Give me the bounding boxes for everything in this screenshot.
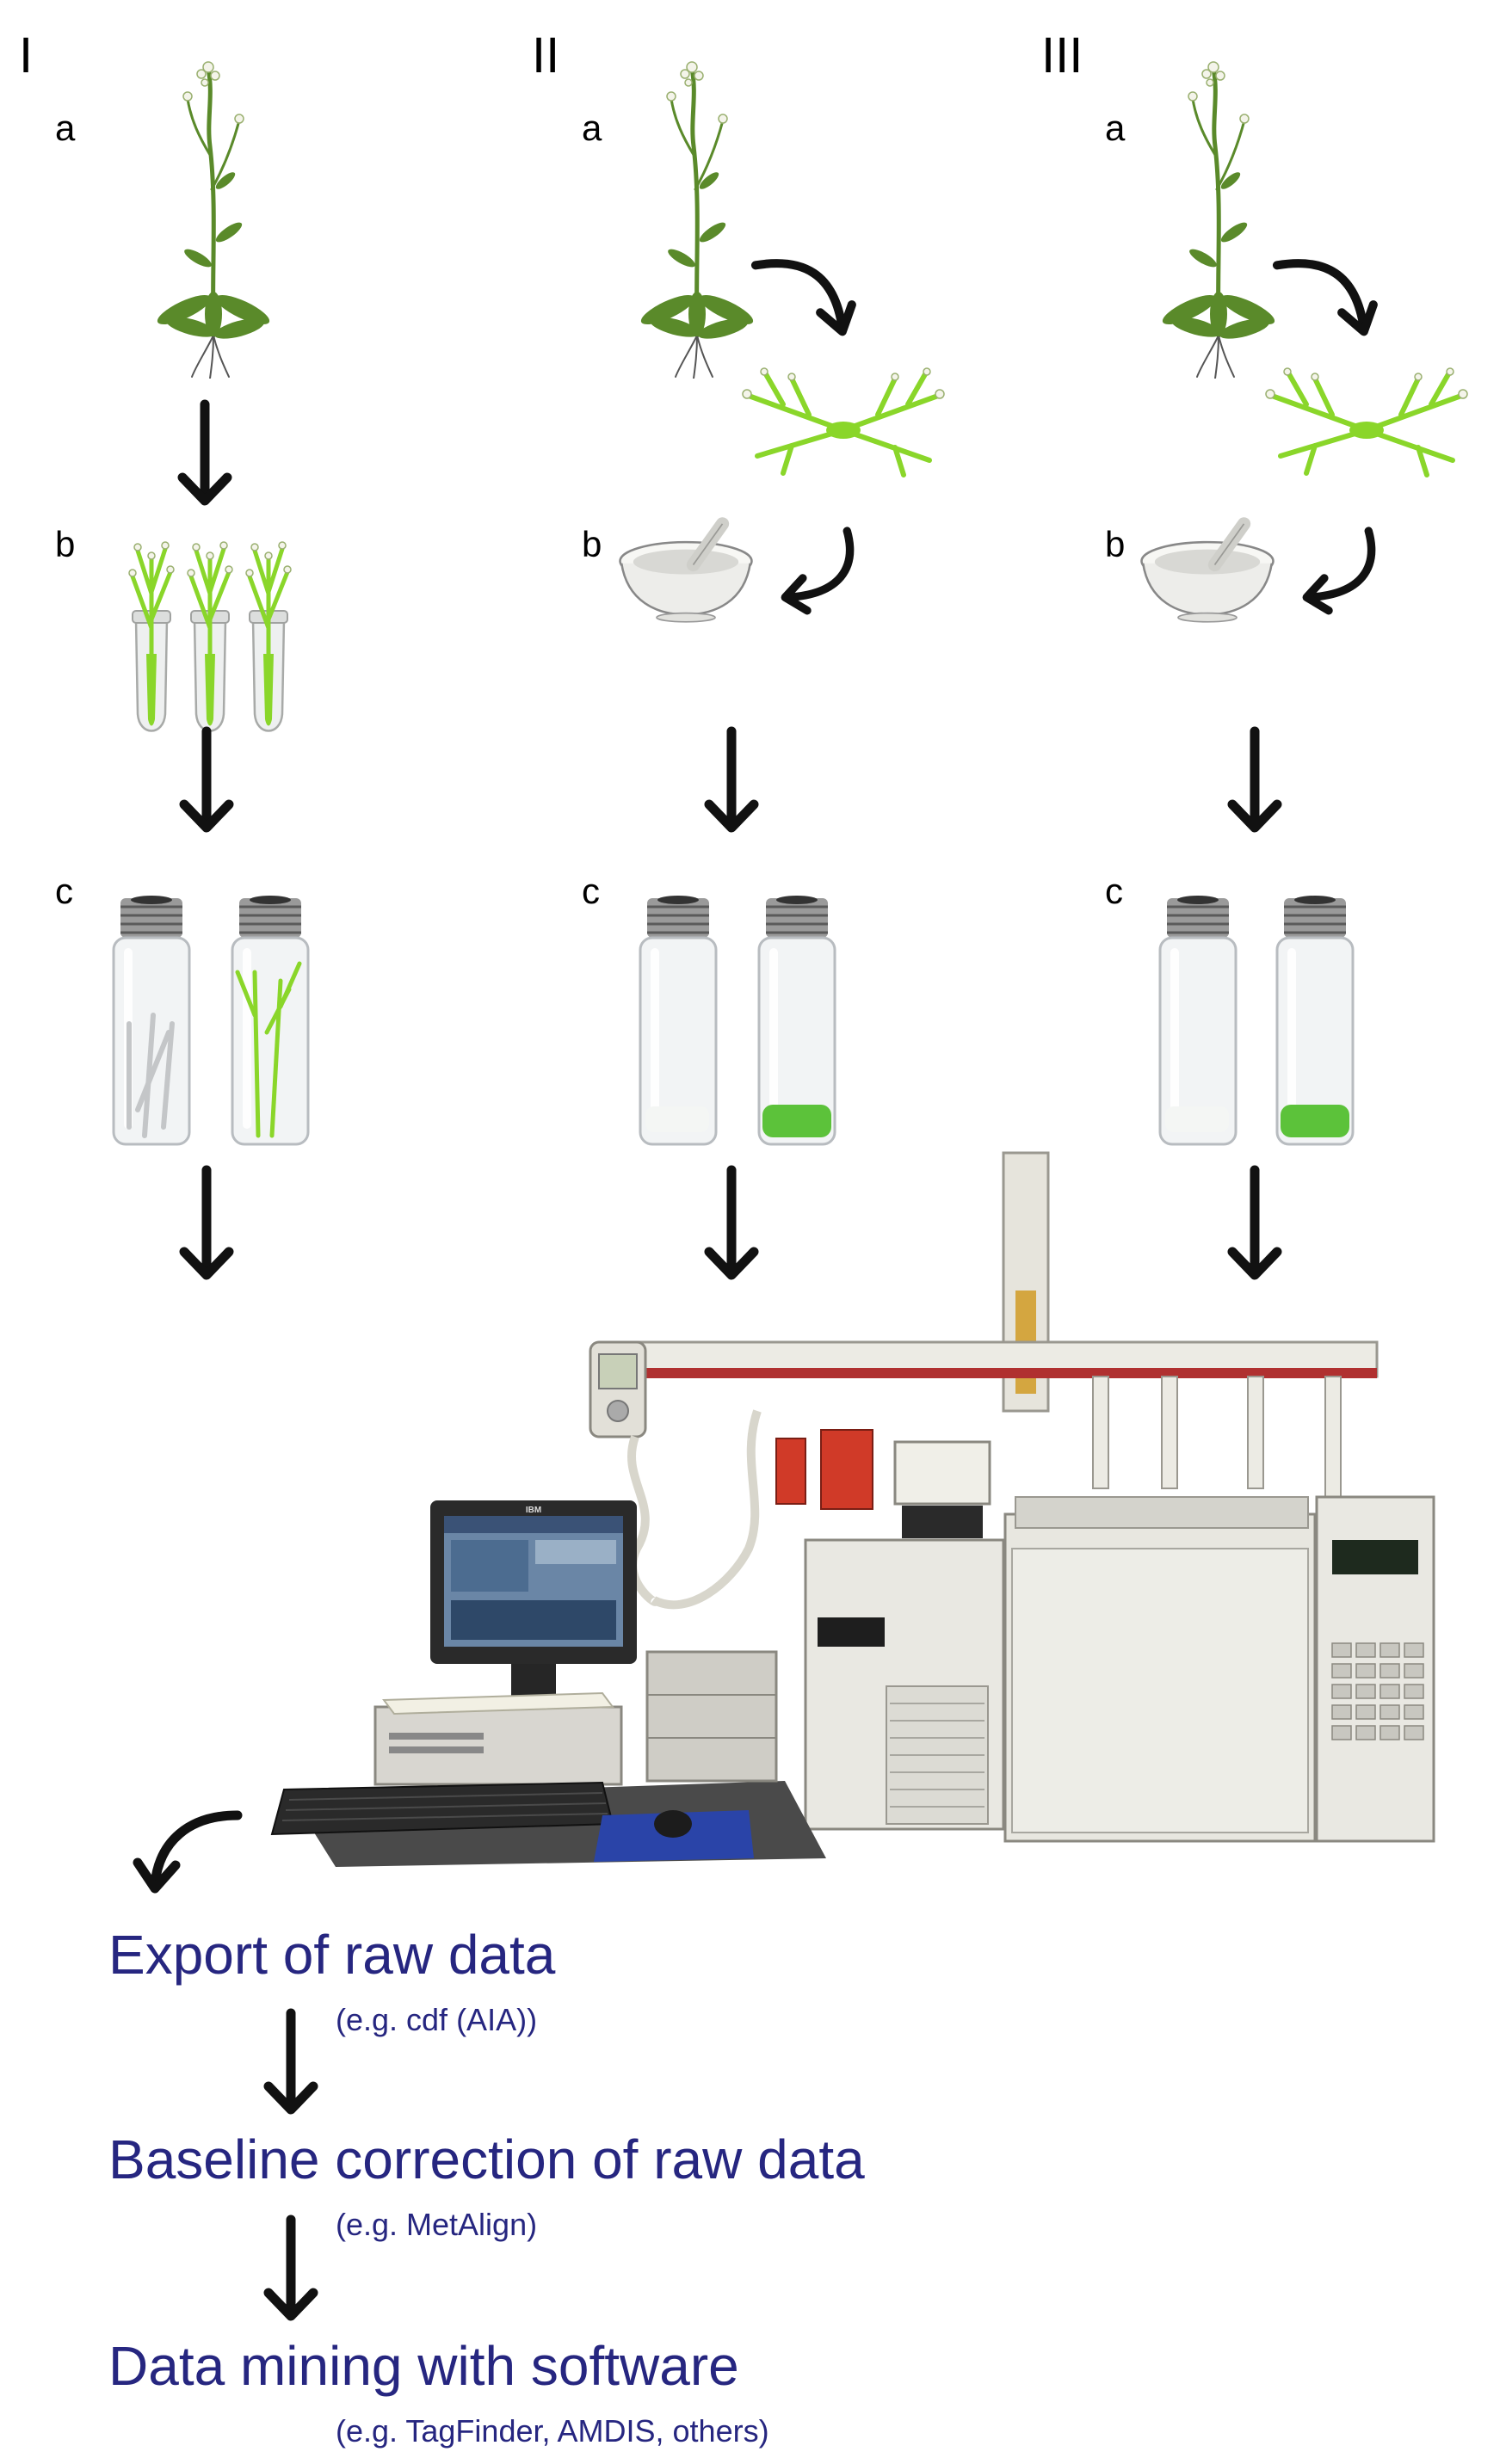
gc-ms-instrument: IBM — [270, 1151, 1435, 1867]
workflow-title-3: Data mining with software — [108, 2335, 739, 2397]
down-arrow-icon — [1227, 726, 1282, 833]
down-arrow-icon — [179, 1165, 234, 1280]
vial-powder-white — [645, 1106, 709, 1132]
column-label-1: I — [19, 28, 34, 83]
plant-icon — [154, 62, 273, 379]
column-2-step-c: c — [582, 871, 600, 911]
column-2-step-b: b — [582, 524, 602, 564]
vial-tubes-content — [127, 1013, 175, 1138]
column-3-step-b: b — [1105, 524, 1126, 564]
column-label-3: III — [1041, 28, 1083, 83]
workflow-note-3: (e.g. TagFinder, AMDIS, others) — [336, 2413, 769, 2449]
column-label-2: II — [532, 28, 560, 83]
down-arrow-icon — [704, 726, 759, 833]
workflow-title-1: Export of raw data — [108, 1924, 556, 1986]
curved-arrow-icon — [1277, 263, 1373, 331]
tube-icon — [129, 542, 174, 731]
curved-arrow-icon — [133, 1810, 243, 1894]
workflow-note-2: (e.g. MetAlign) — [336, 2207, 538, 2242]
flat-plant-icon — [743, 368, 944, 475]
vial-plant-content — [235, 961, 302, 1138]
tube-icon — [246, 542, 291, 731]
curved-arrow-icon — [785, 531, 849, 611]
curved-arrow-icon — [1306, 531, 1371, 611]
column-1-step-a: a — [55, 108, 76, 148]
vial-powder-white — [1165, 1106, 1229, 1132]
vial-powder-green — [762, 1105, 831, 1137]
down-arrow-icon — [179, 726, 234, 833]
column-2-step-a: a — [582, 108, 602, 148]
flat-plant-icon — [1266, 368, 1467, 475]
down-arrow-icon — [263, 2215, 318, 2321]
down-arrow-icon — [1227, 1165, 1282, 1280]
curved-arrow-icon — [756, 263, 852, 331]
column-1-step-b: b — [55, 524, 76, 564]
down-arrow-icon — [177, 399, 232, 506]
plant-icon — [1159, 62, 1278, 379]
plant-icon — [638, 62, 756, 379]
down-arrow-icon — [704, 1165, 759, 1280]
mortar-icon — [620, 524, 752, 622]
monitor-brand: IBM — [526, 1506, 541, 1515]
vial-icon — [231, 894, 310, 1146]
down-arrow-icon — [263, 2008, 318, 2115]
workflow-note-1: (e.g. cdf (AIA)) — [336, 2002, 538, 2037]
column-3-step-c: c — [1105, 871, 1123, 911]
mortar-icon — [1142, 524, 1274, 622]
column-3-step-a: a — [1105, 108, 1126, 148]
column-1-step-c: c — [55, 871, 73, 911]
tube-icon — [188, 542, 232, 731]
vial-powder-green — [1281, 1105, 1349, 1137]
workflow-title-2: Baseline correction of raw data — [108, 2128, 865, 2190]
